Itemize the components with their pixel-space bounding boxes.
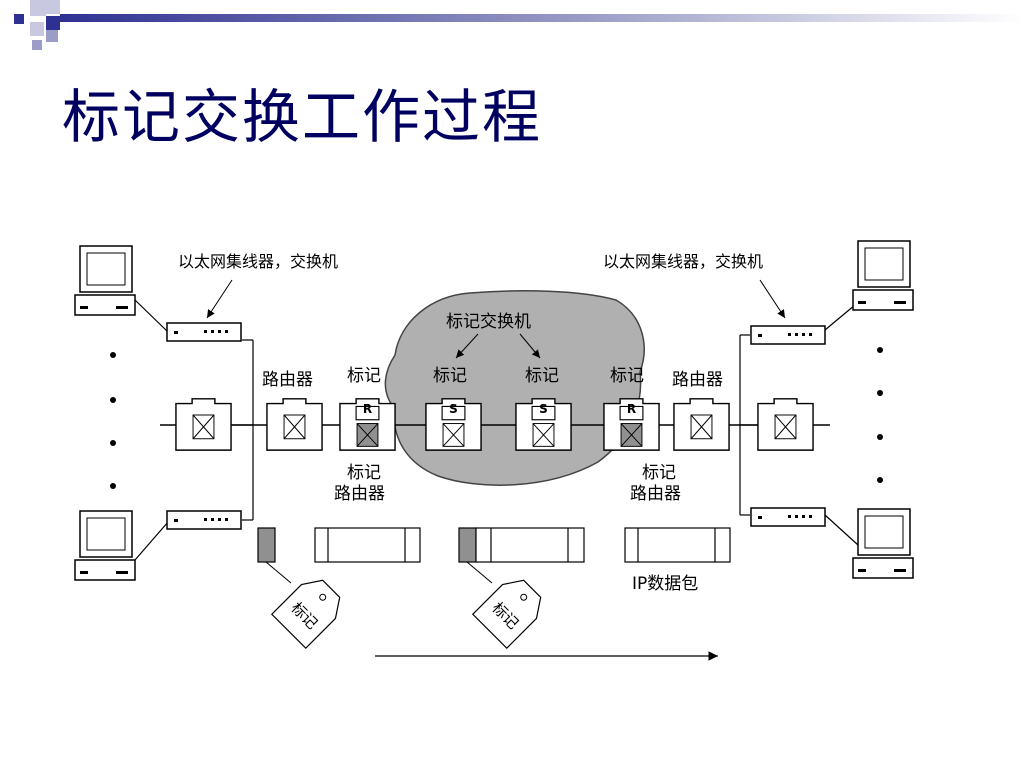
tag-flag-1: 标记 [265, 561, 341, 650]
edge-router-label-right-2: 路由器 [630, 484, 681, 504]
computer-icon [852, 240, 914, 311]
ip-packet-1 [314, 527, 421, 563]
router-icon [673, 398, 730, 451]
tag-flag-2: 标记 [466, 561, 542, 650]
device-letter-r-right: R [627, 402, 636, 416]
hub-icon [750, 325, 826, 345]
hub-icon [750, 507, 826, 527]
tag-label-s2: 标记 [525, 366, 559, 386]
computer-icon [74, 510, 136, 581]
computer-icon [74, 245, 136, 316]
device-letter-r-left: R [363, 402, 372, 416]
ip-packet-2 [624, 527, 731, 563]
tag-label-s1: 标记 [433, 366, 467, 386]
device-letter-s2: S [539, 402, 548, 416]
hub-label-left: 以太网集线器，交换机 [178, 252, 338, 271]
computer-icon [852, 508, 914, 579]
hub-icon [166, 510, 242, 530]
lan-switch-icon [757, 398, 814, 451]
router-label-left: 路由器 [262, 370, 313, 390]
right-lan [739, 304, 859, 546]
router-icon [266, 398, 323, 451]
tag-block-1 [257, 527, 276, 563]
ellipsis-dots-right [877, 347, 883, 483]
ellipsis-dots-left [110, 352, 116, 489]
lan-switch-icon [175, 398, 232, 451]
cloud-label: 标记交换机 [446, 312, 531, 332]
device-letter-s1: S [449, 402, 458, 416]
hub-label-right: 以太网集线器，交换机 [603, 252, 763, 271]
router-label-right: 路由器 [672, 370, 723, 390]
edge-router-label-left-2: 路由器 [334, 484, 385, 504]
tag-label-left: 标记 [347, 366, 381, 386]
tagged-packet [458, 527, 585, 563]
edge-router-label-left-1: 标记 [347, 463, 381, 483]
slide-title: 标记交换工作过程 [62, 83, 543, 151]
tag-label-right: 标记 [610, 366, 644, 386]
hub-icon [166, 322, 242, 342]
ip-packet-label: IP数据包 [632, 574, 698, 594]
left-lan [134, 299, 254, 561]
header-decoration [14, 0, 1024, 50]
edge-router-label-right-1: 标记 [642, 463, 676, 483]
